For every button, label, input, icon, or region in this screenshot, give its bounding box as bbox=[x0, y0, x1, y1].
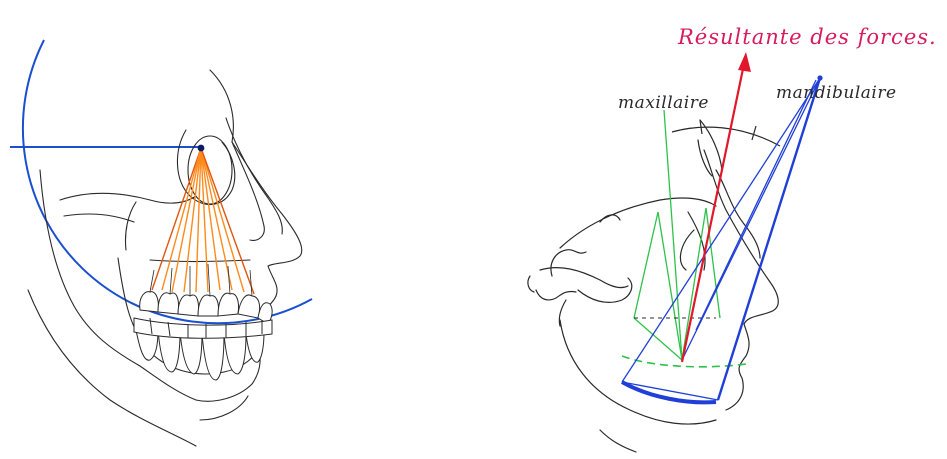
force-rays bbox=[152, 148, 254, 294]
cranial-circle-arc bbox=[23, 40, 312, 323]
head-outline bbox=[528, 120, 778, 452]
orbit-point bbox=[198, 145, 205, 152]
mandibular-main-line bbox=[718, 78, 820, 400]
right-figure: Résultante des forces. maxillaire mandib… bbox=[528, 25, 937, 452]
left-figure bbox=[10, 40, 312, 446]
mandibulaire-label: mandibulaire bbox=[776, 83, 897, 103]
mandibular-apex-point bbox=[817, 75, 822, 80]
skull-outline bbox=[28, 70, 302, 446]
maxillary-force-lines bbox=[634, 110, 720, 360]
maxillaire-label: maxillaire bbox=[618, 93, 709, 113]
angle-arc bbox=[672, 120, 780, 146]
resultant-title: Résultante des forces. bbox=[677, 25, 937, 49]
